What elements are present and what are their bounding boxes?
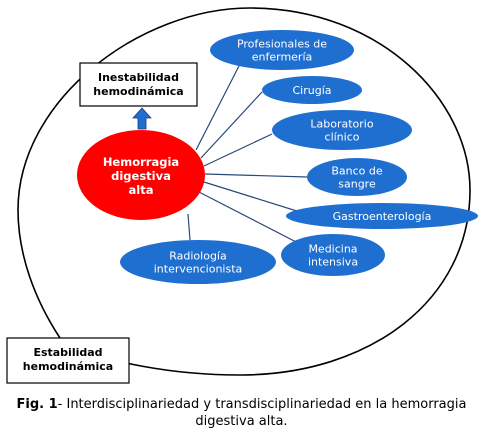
connector-gastroenterologia xyxy=(203,181,301,213)
caption-label: Fig. 1 xyxy=(16,397,58,412)
up-arrow-icon xyxy=(132,107,152,130)
node-medicina-intensiva-label-2: intensiva xyxy=(308,256,358,269)
node-profesionales-enfermeria-label-2: enfermería xyxy=(252,51,313,64)
center-node-line-3: alta xyxy=(129,183,154,197)
connector-laboratorio-clinico xyxy=(203,133,273,167)
connector-banco-sangre xyxy=(204,173,308,178)
node-medicina-intensiva xyxy=(281,234,385,276)
node-gastroenterologia xyxy=(286,203,478,229)
figure-caption: Fig. 1- Interdisciplinariedad y transdis… xyxy=(0,396,483,430)
node-laboratorio-clinico-label-1: Laboratorio xyxy=(310,118,373,131)
node-radiologia-intervencionista-label-1: Radiología xyxy=(169,250,226,263)
diagram: Inestabilidad hemodinámica Hemorragia di… xyxy=(17,7,478,376)
center-node-line-2: digestiva xyxy=(111,169,171,183)
node-radiologia-intervencionista xyxy=(120,240,276,284)
connector-lines xyxy=(187,63,308,245)
instability-box-line-2: hemodinámica xyxy=(93,85,183,98)
node-banco-sangre-label-1: Banco de xyxy=(331,165,383,178)
connector-profesionales-enfermeria xyxy=(195,63,241,151)
instability-box-line-1: Inestabilidad xyxy=(98,71,179,84)
node-cirugia xyxy=(262,76,362,104)
node-radiologia-intervencionista-label-2: intervencionista xyxy=(154,263,243,276)
connector-radiologia-intervencionista xyxy=(187,213,191,241)
center-node-line-1: Hemorragia xyxy=(103,155,179,169)
node-profesionales-enfermeria xyxy=(210,30,354,70)
node-medicina-intensiva-label-1: Medicina xyxy=(308,243,357,256)
node-laboratorio-clinico-label-2: clínico xyxy=(325,131,360,144)
node-profesionales-enfermeria-label-1: Profesionales de xyxy=(237,38,327,51)
node-cirugia-label-1: Cirugía xyxy=(292,84,331,97)
connector-cirugia xyxy=(200,91,263,159)
caption-text: - Interdisciplinariedad y transdisciplin… xyxy=(57,397,467,429)
node-banco-sangre xyxy=(307,158,407,196)
discipline-nodes: Profesionales deenfermeríaCirugíaLaborat… xyxy=(120,30,478,284)
node-banco-sangre-label-2: sangre xyxy=(338,178,376,191)
center-node-hemorragia xyxy=(77,130,205,220)
connector-medicina-intensiva xyxy=(198,191,301,245)
node-gastroenterologia-label-1: Gastroenterología xyxy=(333,210,432,223)
instability-box xyxy=(79,62,198,107)
node-laboratorio-clinico xyxy=(272,110,412,150)
